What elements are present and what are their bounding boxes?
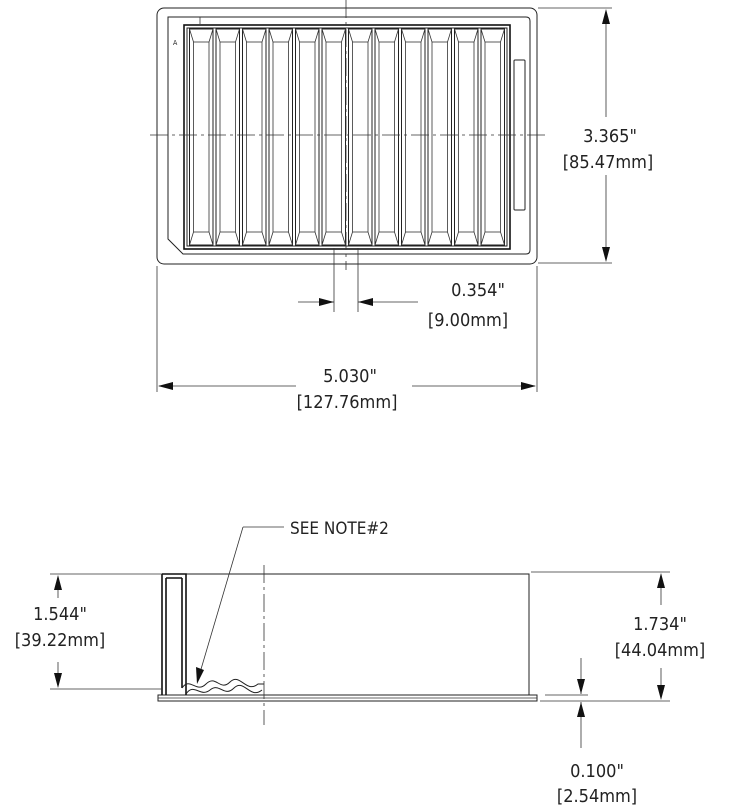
note-leader bbox=[196, 526, 284, 684]
width-dimension bbox=[156, 266, 538, 392]
side-view: SEE NOTE#2 1.544" [39.22mm] 1.734" [44.0… bbox=[15, 519, 706, 807]
pitch-dim-inch: 0.354" bbox=[451, 280, 505, 301]
reservoir-channel bbox=[189, 28, 214, 246]
height-dim-mm: [85.47mm] bbox=[563, 152, 654, 173]
corner-mark-label: A bbox=[173, 39, 178, 47]
note-callout: SEE NOTE#2 bbox=[290, 519, 389, 539]
reservoir-channel bbox=[480, 28, 505, 246]
reservoir-channel bbox=[295, 28, 320, 246]
reservoir-channel bbox=[427, 28, 452, 246]
reservoir-channel bbox=[401, 28, 426, 246]
overall-height-dimension bbox=[531, 571, 670, 702]
break-line bbox=[181, 679, 264, 689]
reservoir-channel bbox=[242, 28, 267, 246]
overall-height-inch: 1.734" bbox=[633, 614, 687, 635]
flange-dim-mm: [2.54mm] bbox=[557, 786, 637, 807]
height-dimension bbox=[538, 7, 612, 264]
break-line-inner bbox=[185, 685, 263, 695]
base-flange bbox=[157, 694, 538, 702]
reservoir-channel bbox=[348, 28, 373, 246]
reservoir-channel bbox=[374, 28, 399, 246]
width-dim-inch: 5.030" bbox=[323, 366, 377, 387]
reservoir-channels bbox=[189, 28, 505, 246]
width-dim-mm: [127.76mm] bbox=[297, 392, 398, 413]
inner-height-mm: [39.22mm] bbox=[15, 630, 106, 651]
reservoir-channel bbox=[268, 28, 293, 246]
section-wall bbox=[161, 573, 187, 695]
reservoir-channel bbox=[215, 28, 240, 246]
pitch-dimension bbox=[298, 248, 418, 312]
plate-outline bbox=[156, 7, 538, 265]
plate-inner-outline bbox=[167, 16, 531, 255]
side-body-outline bbox=[165, 573, 530, 695]
inner-height-dimension bbox=[50, 573, 162, 690]
inner-height-inch: 1.544" bbox=[33, 604, 87, 625]
flange-dim-inch: 0.100" bbox=[570, 761, 624, 782]
flange-dimension bbox=[545, 658, 588, 748]
reservoir-channel bbox=[321, 28, 346, 246]
well-block-inner bbox=[186, 27, 508, 247]
pitch-dim-mm: [9.00mm] bbox=[428, 310, 508, 331]
top-view: A 3.365" [85.47mm] 0.354" [9.00mm] bbox=[150, 0, 653, 413]
reservoir-channel bbox=[454, 28, 479, 246]
well-block-outer bbox=[183, 24, 511, 250]
overall-height-mm: [44.04mm] bbox=[615, 640, 706, 661]
height-dim-inch: 3.365" bbox=[583, 126, 637, 147]
